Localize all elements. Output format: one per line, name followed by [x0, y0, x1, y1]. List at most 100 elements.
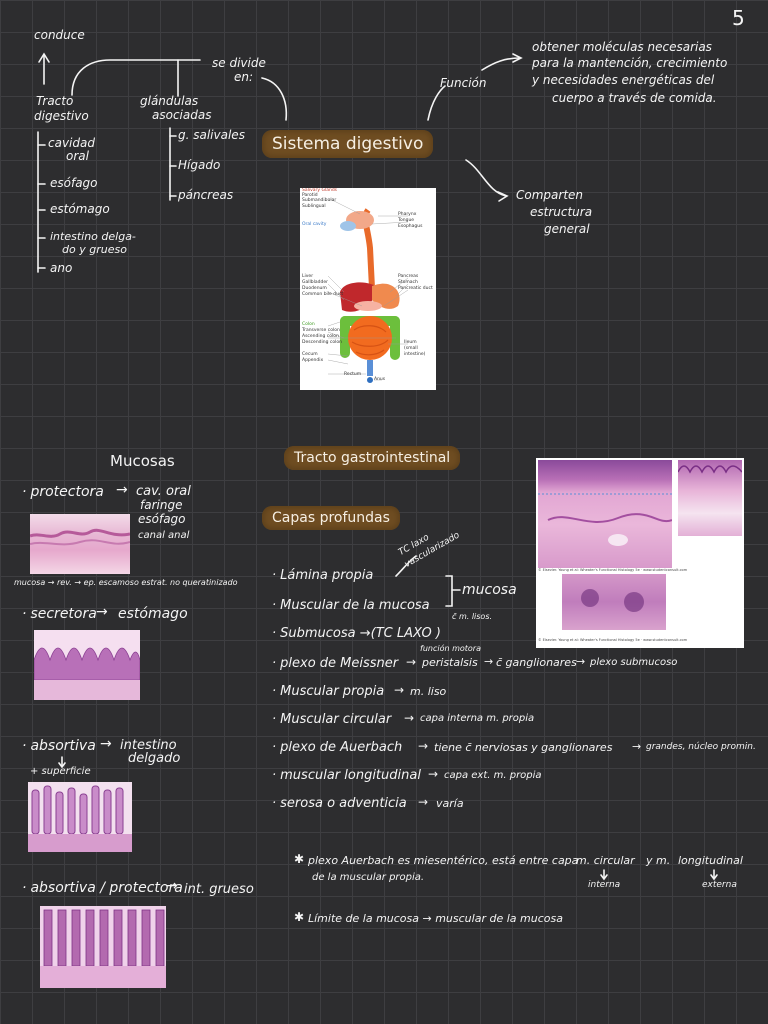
note1-e: de la muscular propia.: [312, 872, 425, 883]
arrow-icon: →: [96, 604, 108, 620]
muscular-longitudinal: muscular longitudinal: [272, 768, 421, 783]
arrow-icon: →: [428, 767, 439, 781]
funcion-text-2: para la mantención, crecimiento: [532, 56, 728, 70]
comparten-1: Comparten: [516, 188, 584, 202]
absortiva-target-2: delgado: [128, 751, 181, 766]
absortiva-target-1: intestino: [120, 738, 177, 753]
muscular-circular-b: capa interna m. propia: [420, 713, 535, 724]
note-star-icon: ✱: [294, 910, 305, 924]
glandula-higado: Hígado: [178, 158, 221, 172]
conduce-label: conduce: [34, 28, 85, 42]
protectora-target-2: faringe: [140, 498, 183, 512]
histology-secretora-image: [34, 630, 140, 700]
tracto-item-oral: oral: [66, 149, 89, 163]
arrow-icon: →: [576, 655, 586, 668]
diagram-label: Anus: [374, 377, 386, 382]
glandula-pancreas: páncreas: [178, 188, 234, 202]
muscular-longitudinal-b: capa ext. m. propia: [444, 770, 542, 781]
arrow-icon: →: [406, 655, 417, 669]
arrow-icon: →: [418, 739, 429, 753]
diagram-label: Ileum: [404, 340, 417, 345]
muscular-circular: Muscular circular: [272, 712, 391, 727]
diagram-label: Descending colon: [302, 340, 343, 345]
arrow-icon: →: [116, 482, 128, 498]
tracto-item-estomago: estómago: [50, 202, 110, 216]
note1-externa: externa: [702, 880, 737, 890]
auerbach-c: grandes, núcleo promin.: [646, 742, 756, 752]
layer-muscular-mucosa: Muscular de la mucosa: [272, 598, 430, 613]
histology-absortiva-image: [28, 782, 132, 852]
diagram-label: Cecum: [302, 352, 318, 357]
absortiva-note: + superficie: [30, 766, 91, 777]
protectora-target-3: esófago: [138, 512, 186, 526]
diagram-label: Pancreas: [398, 274, 419, 279]
comparten-3: general: [544, 222, 590, 236]
funcion-motora-note: función motora: [420, 644, 481, 653]
diagram-label: Stomach: [398, 280, 418, 285]
mucosa-protectora: protectora: [22, 484, 103, 500]
tracto-item-grueso: do y grueso: [62, 243, 127, 256]
tracto-item-ano: ano: [50, 261, 73, 275]
tracto-item-cavidad: cavidad: [48, 136, 95, 150]
mucosa-absortiva: absortiva: [22, 738, 95, 754]
arrow-icon: →: [100, 736, 112, 752]
note1-d: longitudinal: [678, 854, 743, 867]
diagram-label: Sublingual: [302, 203, 326, 209]
meissner-ganglionares: c̄ ganglionares: [496, 656, 577, 669]
arrow-icon: →: [404, 711, 415, 725]
diagram-label: Common bile duct: [302, 292, 344, 297]
glandula-salivales: g. salivales: [178, 128, 245, 142]
en-label: en:: [234, 70, 254, 84]
plexo-auerbach: plexo de Auerbach: [272, 740, 402, 755]
page-title: Sistema digestivo: [262, 130, 434, 158]
histology-protectora-image: [30, 514, 130, 574]
diagram-label: Appendix: [302, 358, 324, 363]
diagram-label: Ascending colon: [302, 334, 339, 339]
muscular-propia-b: m. liso: [410, 685, 447, 698]
histology-layers-image: © Elsevier. Young et al: Wheater's Funct…: [536, 458, 744, 648]
protectora-target-1: cav. oral: [136, 484, 191, 499]
diagram-label: Pancreatic duct: [398, 286, 433, 291]
diagram-label: Colon: [302, 322, 315, 327]
diagram-label: Submandibular: [302, 198, 337, 204]
mucosa-note: c̄ m. lisos.: [452, 612, 493, 621]
diagram-label: Tongue: [398, 218, 415, 223]
diagram-label: (small intestine): [404, 346, 426, 357]
meissner-peristalsis: peristalsis: [422, 656, 478, 669]
arrow-icon: →: [166, 878, 178, 894]
layer-lamina-propia: Lámina propia: [272, 568, 373, 583]
histology-credit: © Elsevier. Young et al: Wheater's Funct…: [538, 638, 688, 642]
note1-interna: interna: [588, 880, 621, 890]
diagram-label: Liver: [302, 274, 314, 279]
funcion-text-4: cuerpo a través de comida.: [552, 91, 717, 105]
layer-submucosa: Submucosa →(TC LAXO ): [272, 626, 441, 641]
protectora-note: mucosa → rev. → ep. escamoso estrat. no …: [14, 578, 238, 587]
diagram-label: Salivary Glands: [302, 188, 338, 193]
funcion-text-3: y necesidades energéticas del: [532, 73, 715, 87]
diagram-label: Gallbladder: [302, 280, 328, 285]
comparten-2: estructura: [530, 205, 593, 219]
mucosa-absortiva-protectora: absortiva / protectora: [22, 880, 182, 896]
diagram-label: Transverse colon: [302, 328, 340, 333]
auerbach-b: tiene c̄ nerviosas y ganglionares: [434, 741, 613, 754]
diagram-label: Rectum: [344, 372, 362, 377]
tracto-title-1: Tracto: [36, 94, 74, 108]
diagram-label: Oral cavity: [302, 222, 327, 227]
secretora-target: estómago: [118, 606, 188, 622]
se-divide-label: se divide: [212, 56, 266, 70]
muscular-propia: Muscular propia: [272, 684, 384, 699]
arrow-icon: →: [418, 795, 429, 809]
digestive-system-diagram: Salivary Glands Parotid Submandibular Su…: [300, 188, 436, 390]
tracto-title-2: digestivo: [34, 109, 89, 123]
serosa-adventicia: serosa o adventicia: [272, 796, 407, 811]
mucosa-label: mucosa: [462, 582, 517, 598]
protectora-target-4: canal anal: [138, 530, 190, 541]
absortiva-protectora-target: int. grueso: [184, 882, 254, 897]
note2: Límite de la mucosa → muscular de la muc…: [308, 912, 563, 925]
page-number: 5: [732, 6, 745, 30]
diagram-label: Parotid: [302, 193, 318, 199]
serosa-b: varía: [436, 797, 464, 810]
meissner-plexo-submucoso: plexo submucoso: [590, 657, 678, 668]
note1-c: y m.: [646, 854, 671, 867]
